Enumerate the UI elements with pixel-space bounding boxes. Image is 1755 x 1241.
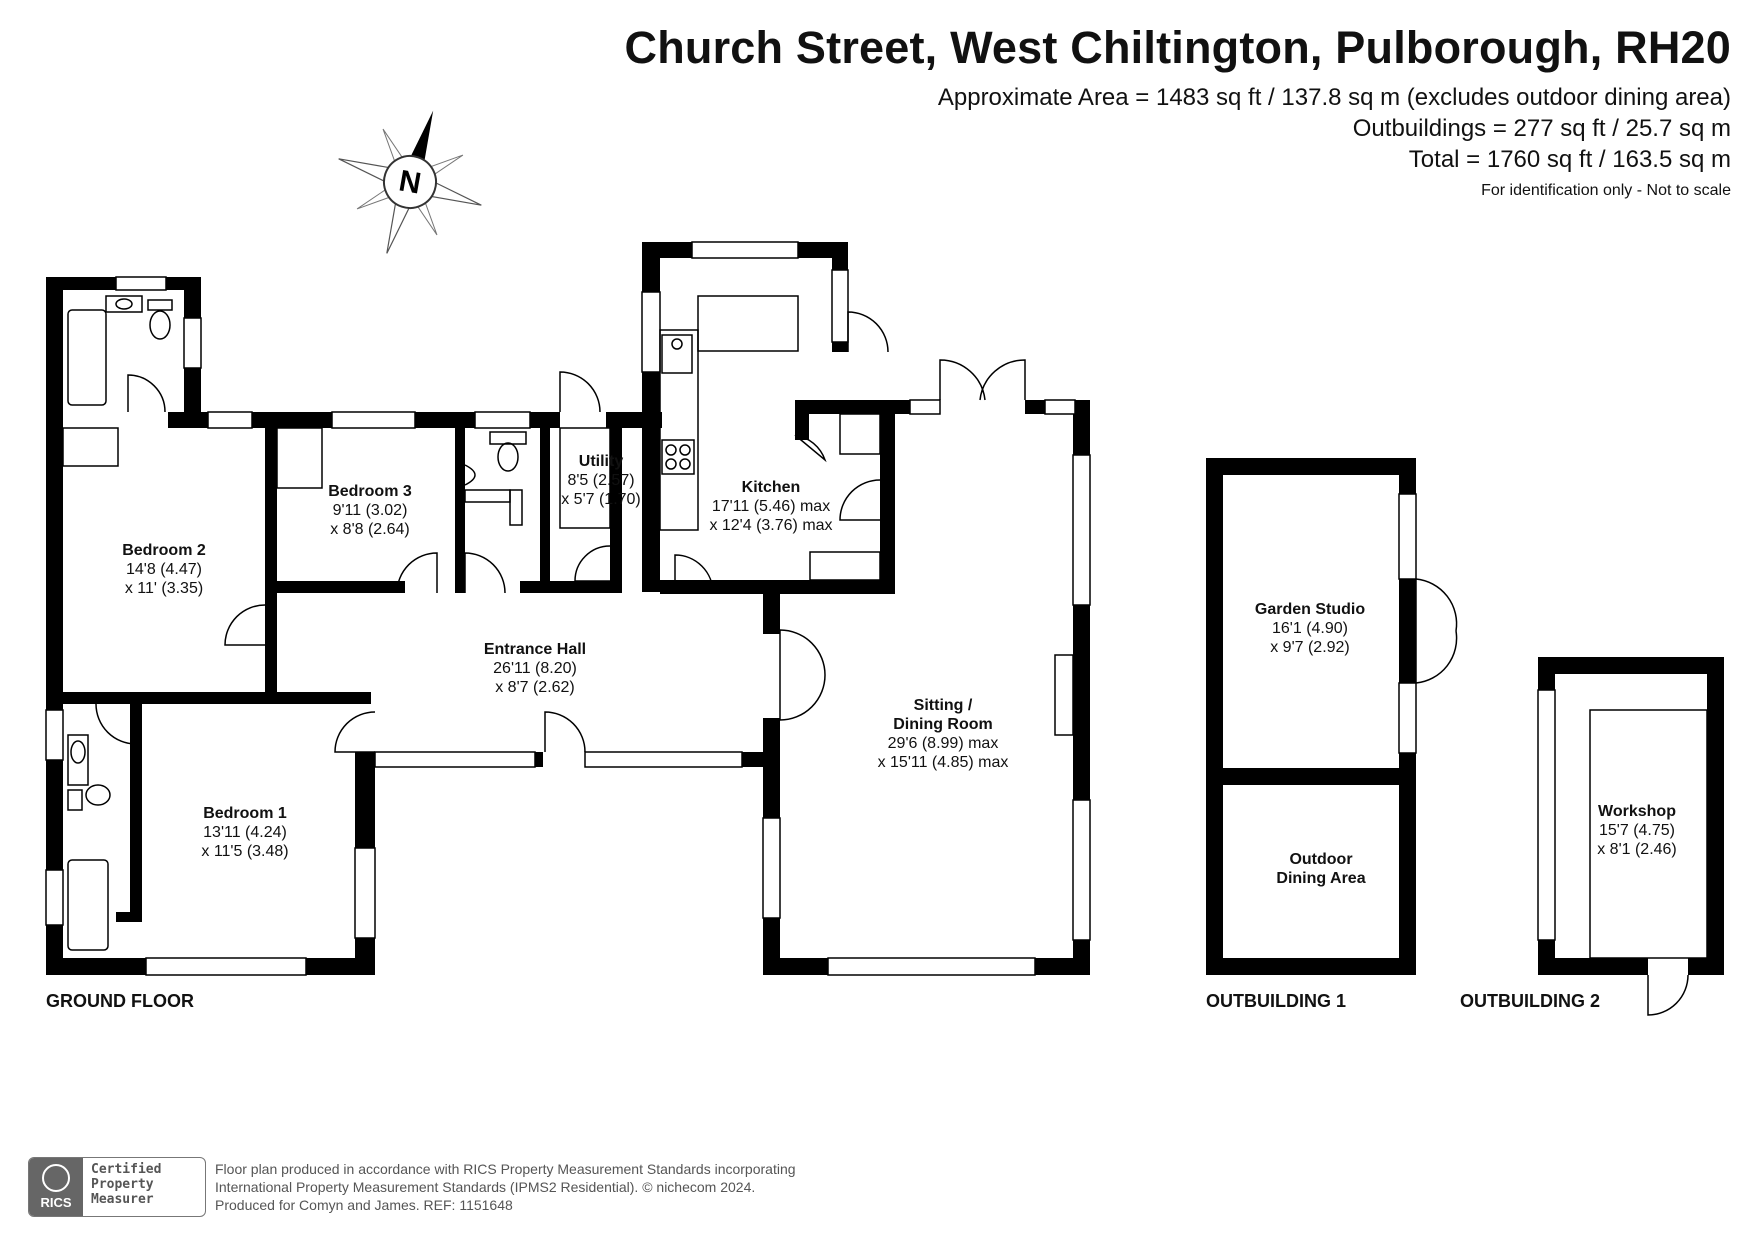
label-outdoor-name1: Outdoor: [1289, 851, 1352, 868]
label-sitting-name1: Sitting /: [914, 697, 973, 714]
area-total: Total = 1760 sq ft / 163.5 sq m: [1408, 146, 1731, 173]
rics-badge-line-3: Measurer: [91, 1192, 154, 1207]
outbuilding-2-label: OUTBUILDING 2: [1460, 991, 1600, 1011]
outbuilding-1-label: OUTBUILDING 1: [1206, 991, 1346, 1011]
label-sitting-dim1: 29'6 (8.99) max: [888, 735, 999, 752]
label-studio-dim2: x 9'7 (2.92): [1270, 639, 1350, 656]
area-main: Approximate Area = 1483 sq ft / 137.8 sq…: [937, 84, 1731, 111]
label-utility-name: Utility: [579, 453, 624, 470]
label-studio-dim1: 16'1 (4.90): [1272, 620, 1348, 637]
area-outbuildings: Outbuildings = 277 sq ft / 25.7 sq m: [1352, 115, 1731, 142]
rics-badge-text: Certified Property Measurer: [83, 1158, 169, 1216]
label-workshop-dim2: x 8'1 (2.46): [1597, 841, 1677, 858]
label-utility-dim1: 8'5 (2.57): [567, 472, 634, 489]
label-kitchen-name: Kitchen: [742, 479, 801, 496]
label-bedroom1-dim1: 13'11 (4.24): [203, 824, 287, 841]
ground-floor-windows: [45, 241, 1091, 976]
ground-floor-label: GROUND FLOOR: [46, 991, 194, 1011]
label-workshop-name: Workshop: [1598, 803, 1676, 820]
ground-floor-walls: [46, 242, 1090, 975]
outbuilding-1-walls: [1206, 458, 1458, 975]
footer-line-3: Produced for Comyn and James. REF: 11516…: [215, 1197, 513, 1213]
label-hall-dim1: 26'11 (8.20): [493, 660, 577, 677]
room-labels: Bedroom 2 14'8 (4.47) x 11' (3.35) Bedro…: [122, 453, 1677, 887]
label-bedroom2-name: Bedroom 2: [122, 542, 206, 559]
footer-notes: Floor plan produced in accordance with R…: [215, 1160, 796, 1214]
label-sitting-name2: Dining Room: [893, 716, 993, 733]
label-bedroom1-name: Bedroom 1: [203, 805, 287, 822]
label-bedroom2-dim2: x 11' (3.35): [125, 580, 203, 597]
label-hall-dim2: x 8'7 (2.62): [495, 679, 575, 696]
area-summary: Approximate Area = 1483 sq ft / 137.8 sq…: [938, 82, 1731, 175]
label-outdoor-name2: Dining Area: [1276, 870, 1365, 887]
rics-mark: RICS: [29, 1158, 83, 1216]
rics-mark-text: RICS: [40, 1195, 72, 1210]
rics-lion-icon: [42, 1164, 70, 1192]
plan-title: Church Street, West Chiltington, Pulboro…: [624, 22, 1731, 73]
label-hall-name: Entrance Hall: [484, 641, 586, 658]
rics-badge: RICS Certified Property Measurer: [28, 1157, 206, 1217]
ground-floor-fixtures: [62, 295, 1074, 951]
label-bedroom1-dim2: x 11'5 (3.48): [201, 843, 288, 860]
label-kitchen-dim1: 17'11 (5.46) max: [712, 498, 830, 515]
label-workshop-dim1: 15'7 (4.75): [1599, 822, 1675, 839]
scale-note: For identification only - Not to scale: [1481, 182, 1731, 199]
label-sitting-dim2: x 15'11 (4.85) max: [878, 754, 1009, 771]
rics-badge-line-2: Property: [91, 1177, 154, 1192]
label-studio-name: Garden Studio: [1255, 601, 1365, 618]
label-bedroom3-dim1: 9'11 (3.02): [333, 502, 408, 519]
outbuilding-2-walls: [1537, 657, 1724, 1016]
label-kitchen-dim2: x 12'4 (3.76) max: [709, 517, 832, 534]
footer-line-1: Floor plan produced in accordance with R…: [215, 1161, 796, 1177]
label-utility-dim2: x 5'7 (1.70): [561, 491, 641, 508]
label-bedroom3-dim2: x 8'8 (2.64): [330, 521, 410, 538]
label-bedroom2-dim1: 14'8 (4.47): [126, 561, 202, 578]
north-compass-icon: [338, 110, 482, 254]
ground-floor-doors: [95, 311, 1026, 753]
footer-line-2: International Property Measurement Stand…: [215, 1179, 756, 1195]
label-bedroom3-name: Bedroom 3: [328, 483, 412, 500]
rics-badge-line-1: Certified: [91, 1162, 162, 1177]
